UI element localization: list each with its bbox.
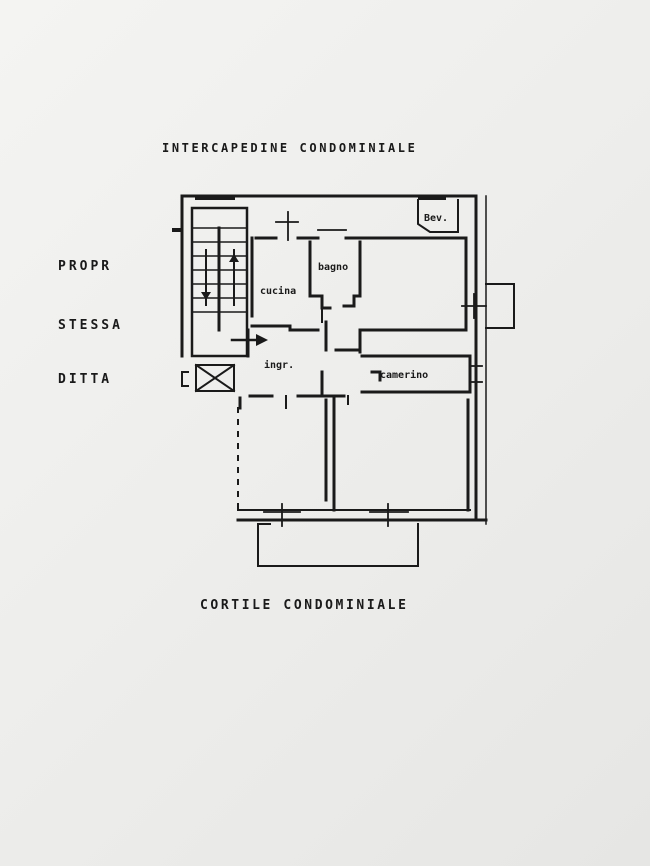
room-label-camerino: camerino <box>380 369 428 381</box>
room-label-ingr: ingr. <box>264 359 294 371</box>
internal-walls <box>238 236 472 512</box>
room-label-cucina: cucina <box>260 285 296 297</box>
staircase <box>172 206 249 358</box>
lift-shaft <box>181 363 236 393</box>
doors <box>285 307 349 409</box>
windows <box>263 211 487 527</box>
side-label-2: STESSA <box>58 318 123 333</box>
bev-closet <box>417 199 459 233</box>
side-label-3: DITTA <box>58 372 113 387</box>
room-label-bagno: bagno <box>318 262 348 273</box>
top-label: INTERCAPEDINE CONDOMINIALE <box>162 141 418 155</box>
bottom-label: CORTILE CONDOMINIALE <box>200 598 409 613</box>
room-label-bev: Bev. <box>424 213 448 224</box>
bottom-balcony <box>257 523 419 567</box>
entry-arrow <box>230 334 268 346</box>
side-label-1: PROPR <box>58 259 113 274</box>
right-balcony <box>485 283 515 329</box>
